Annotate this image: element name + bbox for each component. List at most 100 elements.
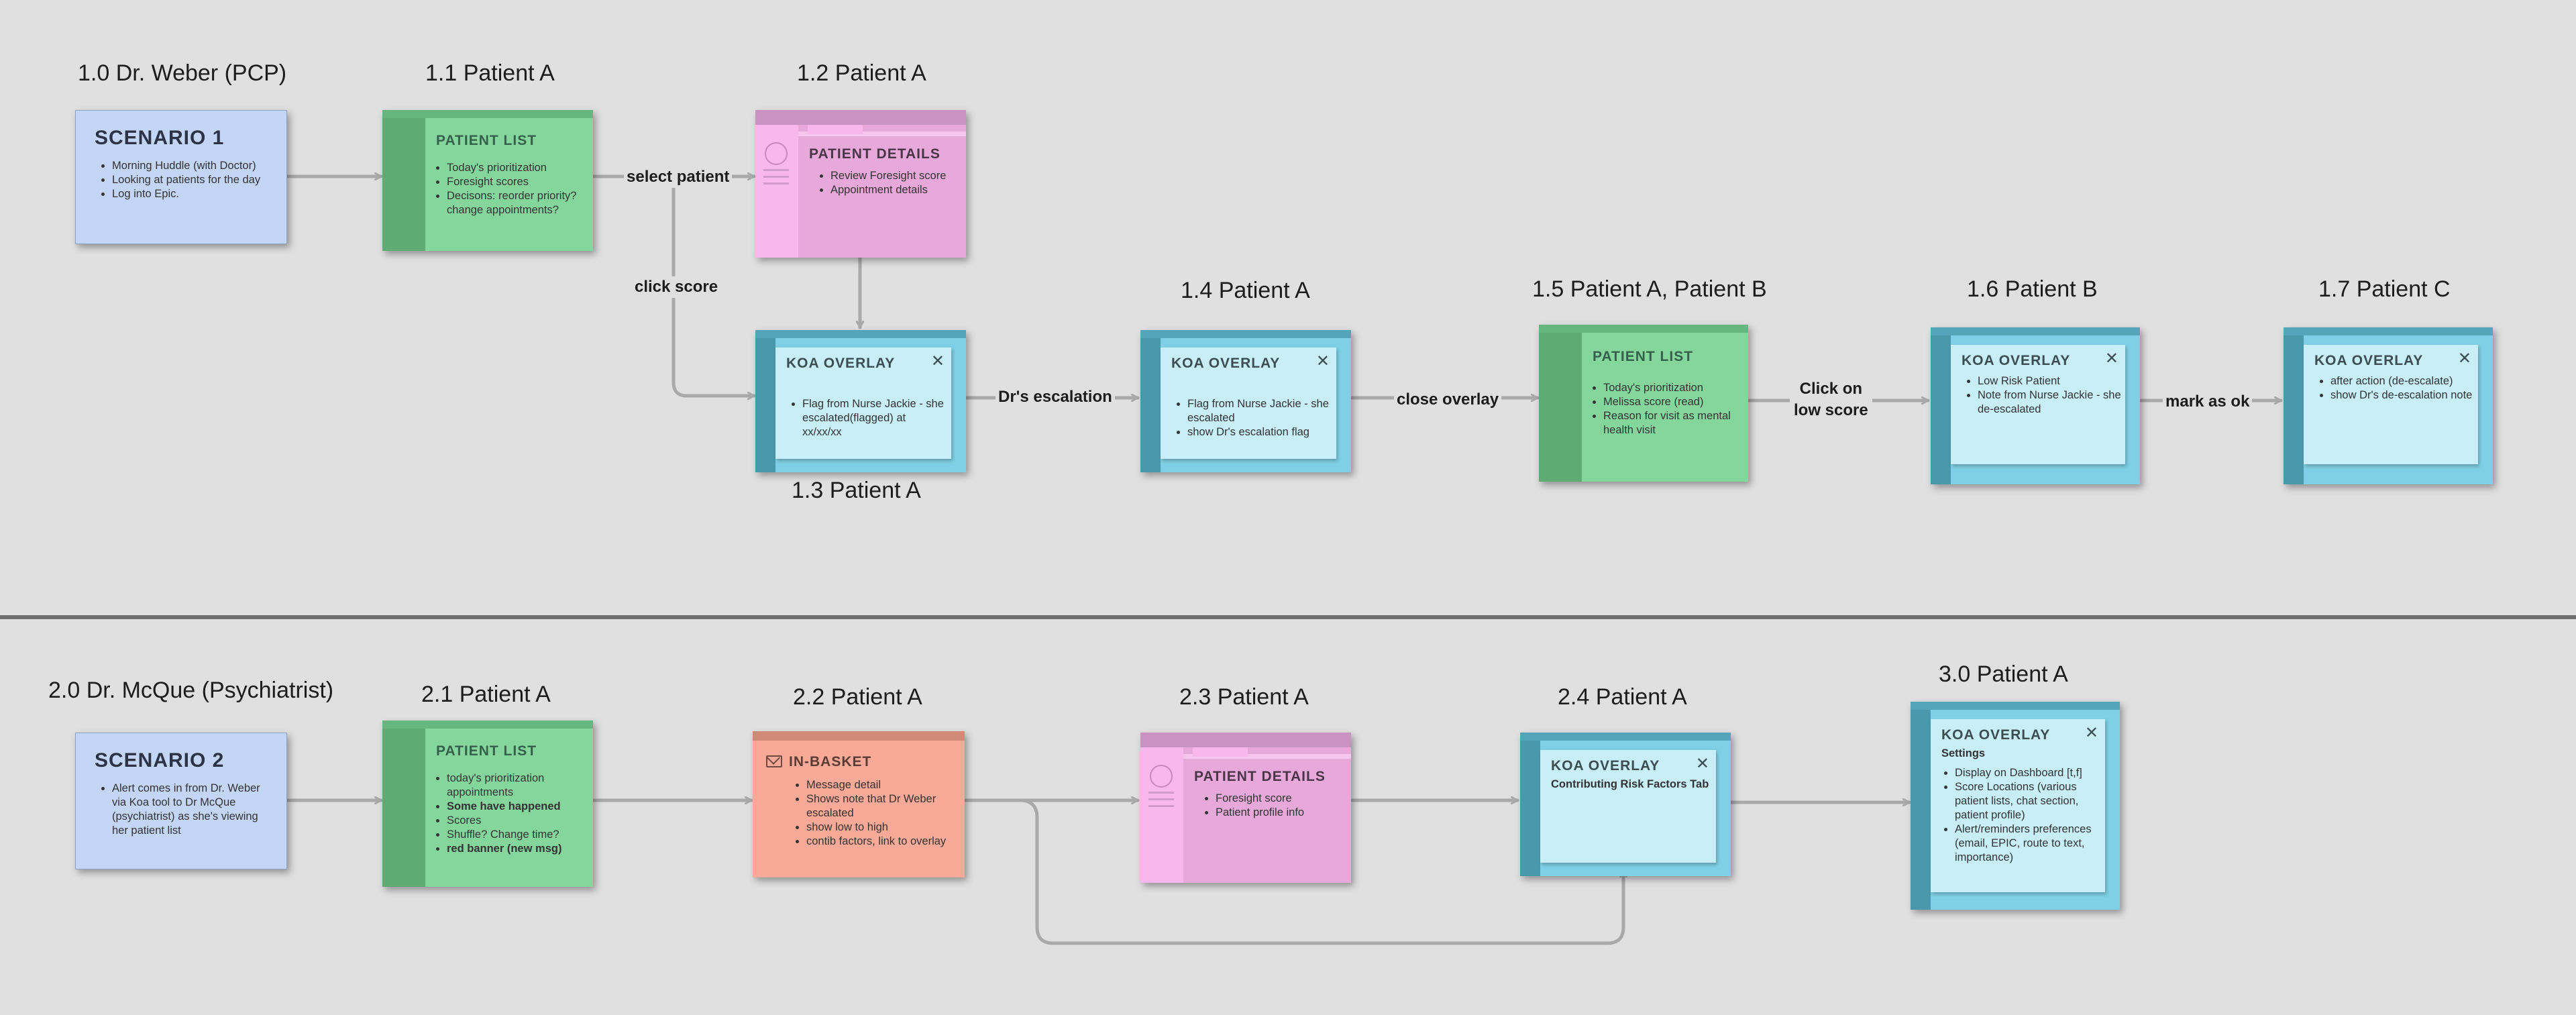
placeholder-line [1148,805,1174,807]
edge-label-click-score: click score [633,276,720,298]
card-side-strip [1140,338,1161,472]
card-item: today's prioritization appointments [447,771,586,800]
koa-overlay-card-1-7[interactable]: KOA OVERLAY ✕ after action (de-escalate)… [2284,327,2493,484]
card-item: Morning Huddle (with Doctor) [112,159,286,173]
patient-details-card-2-3[interactable]: PATIENT DETAILS Foresight score Patient … [1140,733,1351,883]
step-title-2-2: 2.2 Patient A [793,684,922,710]
card-item: Reason for visit as mental health visit [1603,409,1741,437]
overlay-panel: KOA OVERLAY ✕ Low Risk Patient Note from… [1951,345,2125,464]
card-heading: IN-BASKET [789,754,872,769]
card-side-strip [1520,741,1540,876]
card-side-strip [382,729,425,887]
card-heading: PATIENT DETAILS [1194,769,1326,784]
koa-overlay-card-1-3[interactable]: KOA OVERLAY ✕ Flag from Nurse Jackie - s… [755,330,966,472]
card-item: Foresight scores [447,175,586,189]
card-item: show low to high [806,820,959,835]
card-heading: KOA OVERLAY [786,356,896,371]
card-item: Decisons: reorder priority? change appoi… [447,189,586,217]
card-item: after action (de-escalate) [2330,374,2474,388]
patient-list-card-1-1[interactable]: PATIENT LIST Today's prioritization Fore… [382,110,593,251]
koa-overlay-card-1-6[interactable]: KOA OVERLAY ✕ Low Risk Patient Note from… [1931,327,2140,484]
card-item: red banner (new msg) [447,842,586,856]
card-tab [1193,747,1248,757]
card-item: Melissa score (read) [1603,395,1741,409]
placeholder-line [1148,798,1174,800]
in-basket-card-2-2[interactable]: IN-BASKET Message detail Shows note that… [753,731,965,877]
koa-overlay-card-2-4[interactable]: KOA OVERLAY ✕ Contributing Risk Factors … [1520,733,1731,876]
card-top-band [798,131,966,136]
avatar-icon [765,142,788,165]
patient-details-card-1-2[interactable]: PATIENT DETAILS Review Foresight score A… [755,110,966,258]
close-icon[interactable]: ✕ [1316,352,1330,370]
card-item: Shuffle? Change time? [447,828,586,842]
card-heading: KOA OVERLAY [1171,356,1281,371]
card-side-strip [1931,335,1951,484]
edge-1-1-to-1-3 [672,174,756,396]
card-items: Flag from Nurse Jackie - she escalated s… [1165,397,1332,439]
card-item: Log into Epic. [112,187,286,201]
card-heading: KOA OVERLAY [2314,353,2424,368]
card-heading: PATIENT LIST [436,133,537,148]
card-items: Alert comes in from Dr. Weber via Koa to… [76,782,286,838]
overlay-panel: KOA OVERLAY ✕ Contributing Risk Factors … [1540,750,1716,863]
card-items: Morning Huddle (with Doctor) Looking at … [76,159,286,201]
card-item: Flag from Nurse Jackie - she escalated(f… [802,397,947,439]
close-icon[interactable]: ✕ [2084,724,2098,742]
placeholder-line [1148,792,1174,794]
patient-list-card-2-1[interactable]: PATIENT LIST today's prioritization appo… [382,720,593,887]
card-item: Review Foresight score [830,169,961,183]
close-icon[interactable]: ✕ [1695,755,1709,773]
card-item: Patient profile info [1216,806,1346,820]
koa-overlay-card-1-4[interactable]: KOA OVERLAY ✕ Flag from Nurse Jackie - s… [1140,330,1351,472]
step-title-1-0: 1.0 Dr. Weber (PCP) [78,60,287,86]
card-items: Display on Dashboard [t,f] Score Locatio… [1935,766,2101,865]
step-title-3-0: 3.0 Patient A [1939,661,2068,687]
step-title-1-2: 1.2 Patient A [797,60,926,86]
card-items: Today's prioritization Foresight scores … [428,161,586,217]
edge-2-2-to-2-4 [1018,798,1623,945]
card-heading: PATIENT LIST [436,743,537,759]
edge-label-click-on-low-score: Click on low score [1790,378,1872,421]
tab-contributing-risk-factors[interactable]: Contributing Risk Factors Tab [1551,778,1709,790]
edge-label-close-overlay: close overlay [1394,389,1502,411]
overlay-panel: KOA OVERLAY ✕ Flag from Nurse Jackie - s… [775,348,951,459]
step-title-2-3: 2.3 Patient A [1179,684,1309,710]
card-heading: PATIENT LIST [1593,349,1694,364]
edge-label-line: low score [1794,401,1868,419]
card-item: contib factors, link to overlay [806,835,959,849]
scenario-1-card[interactable]: SCENARIO 1 Morning Huddle (with Doctor) … [75,110,287,244]
close-icon[interactable]: ✕ [2457,350,2471,368]
edge-label-line: Click on [1799,380,1863,398]
placeholder-line [763,182,789,184]
card-items: Review Foresight score Appointment detai… [801,169,961,197]
step-title-1-7: 1.7 Patient C [2318,276,2451,302]
card-item: Scores [447,814,586,828]
step-title-1-1: 1.1 Patient A [425,60,555,86]
card-items: Low Risk Patient Note from Nurse Jackie … [1955,374,2121,417]
step-title-1-4: 1.4 Patient A [1181,278,1310,303]
card-item: Flag from Nurse Jackie - she escalated [1187,397,1332,425]
step-title-1-3: 1.3 Patient A [792,478,921,503]
card-heading: KOA OVERLAY [1962,353,2071,368]
step-title-2-4: 2.4 Patient A [1558,684,1687,710]
scenario-2-card[interactable]: SCENARIO 2 Alert comes in from Dr. Weber… [75,733,287,869]
card-items: after action (de-escalate) show Dr's de-… [2308,374,2474,403]
card-item: Display on Dashboard [t,f] [1955,766,2101,780]
card-heading: KOA OVERLAY [1551,758,1660,773]
card-item: Shows note that Dr Weber escalated [806,792,959,820]
card-heading: KOA OVERLAY [1941,727,2051,743]
card-item: Today's prioritization [447,161,586,175]
card-side-strip [2284,335,2304,484]
edge-label-mark-as-ok: mark as ok [2163,391,2253,413]
card-heading: SCENARIO 2 [95,749,225,771]
close-icon[interactable]: ✕ [2104,350,2118,368]
card-heading: PATIENT DETAILS [809,146,941,162]
card-side-strip [755,338,775,472]
avatar-icon [1150,765,1173,788]
card-item: Foresight score [1216,792,1346,806]
scenario-divider [0,615,2576,619]
close-icon[interactable]: ✕ [930,352,945,370]
overlay-panel: KOA OVERLAY ✕ Flag from Nurse Jackie - s… [1161,348,1336,459]
koa-overlay-card-3-0[interactable]: KOA OVERLAY ✕ Settings Display on Dashbo… [1911,702,2120,910]
patient-list-card-1-5[interactable]: PATIENT LIST Today's prioritization Meli… [1539,325,1748,482]
